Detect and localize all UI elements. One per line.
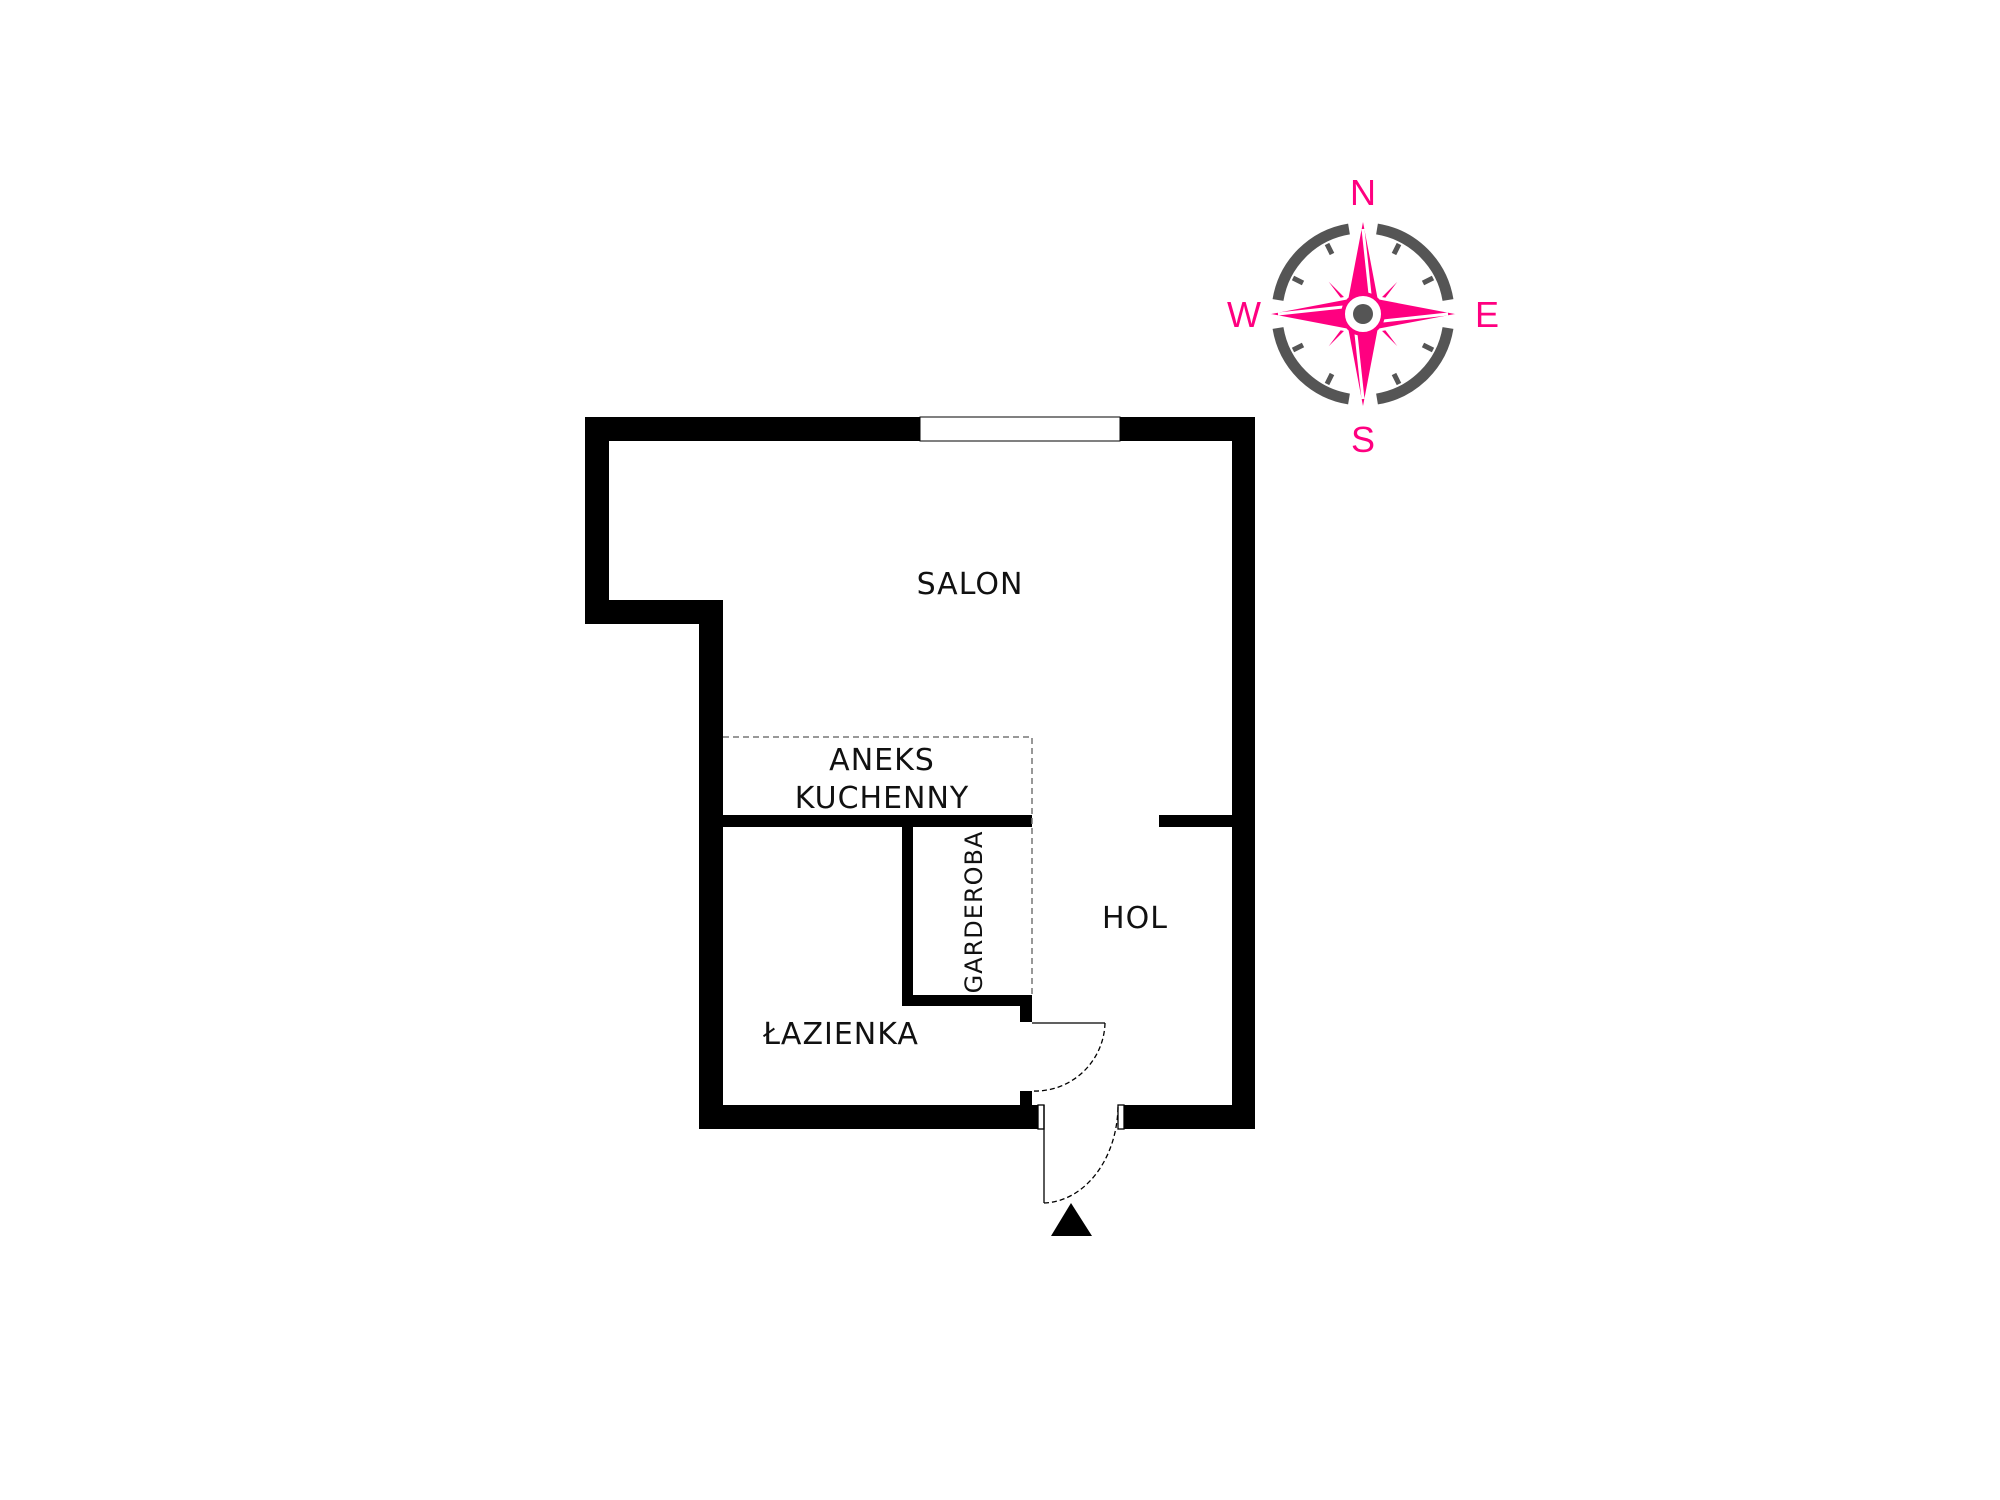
room-label-aneks: ANEKS: [829, 743, 935, 778]
wall-top-left: [585, 417, 920, 441]
room-label-lazienka: ŁAZIENKA: [762, 1017, 919, 1052]
wall-left-lower: [699, 600, 723, 1129]
zone-boundaries: [723, 736, 1033, 995]
wall-garderoba-v: [902, 827, 913, 1006]
entrance-door: [1037, 1104, 1125, 1204]
wall-left-upper: [585, 417, 609, 624]
triangle-up-icon: [1051, 1203, 1092, 1236]
wall-kitchen-bath: [723, 815, 1032, 827]
window: [919, 416, 1121, 442]
wall-door-stub-top: [1020, 1006, 1032, 1022]
room-label-garderoba: GARDEROBA: [960, 831, 988, 994]
compass-rose-icon: [1262, 213, 1464, 415]
room-label-kuchenny: KUCHENNY: [795, 781, 970, 816]
room-label-hol: HOL: [1102, 901, 1168, 936]
bathroom-door: [1031, 1022, 1106, 1092]
wall-door-stub-bottom: [1020, 1091, 1032, 1105]
compass-south-label: S: [1351, 419, 1375, 460]
compass-east-label: E: [1475, 294, 1499, 335]
wall-garderoba-h: [902, 995, 1032, 1006]
compass-north-label: N: [1350, 172, 1376, 213]
walls: [585, 417, 1255, 1129]
compass-west-label: W: [1227, 294, 1261, 335]
wall-right: [1232, 417, 1255, 1129]
room-label-salon: SALON: [917, 567, 1024, 602]
wall-hol-stub: [1159, 815, 1232, 827]
wall-bottom-right: [1120, 1105, 1255, 1129]
wall-bottom-left: [699, 1105, 1038, 1129]
